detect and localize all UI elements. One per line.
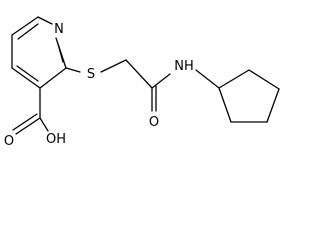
bond-cooh-o-double-a — [15, 117, 41, 135]
bond-s-ch2 — [100, 59, 127, 73]
label-acid-o: O — [4, 134, 14, 149]
bond-cp-3 — [266, 88, 280, 123]
bond-cp-5 — [218, 87, 232, 123]
bond-ring-double-2 — [16, 65, 39, 82]
bond-ring-c5-c6 — [11, 16, 39, 36]
bond-cp-1 — [218, 69, 250, 89]
bond-ring-c3-c4 — [11, 67, 41, 89]
bond-ring-c2-c3 — [39, 67, 67, 89]
label-carbonyl-o: O — [149, 115, 159, 130]
bond-cooh-o-double-b — [12, 113, 38, 131]
pyridine-ring — [11, 16, 67, 89]
bond-carbonyl-nh — [151, 73, 171, 89]
bond-cooh-oh — [39, 117, 49, 132]
bond-ch2-carbonyl — [125, 59, 153, 89]
structure-diagram: N S NH O OH O — [4, 16, 280, 149]
bond-ring-double-3 — [17, 23, 39, 40]
cyclopentyl-ring — [218, 69, 280, 123]
atom-labels: N S NH O OH O — [4, 22, 194, 149]
thioether-linker — [65, 59, 153, 89]
amide-group — [151, 69, 220, 112]
bond-c2-s — [65, 67, 81, 73]
label-pyridine-n: N — [54, 22, 64, 37]
carboxylic-acid-group — [12, 87, 49, 135]
label-amide-nh: NH — [174, 59, 194, 74]
label-thioether-s: S — [87, 67, 95, 82]
bond-nh-cyclopentyl — [195, 69, 220, 89]
bond-ring-c6-n — [37, 16, 53, 25]
label-acid-oh: OH — [46, 132, 66, 147]
bond-ring-double-1 — [57, 43, 64, 63]
bond-cp-2 — [248, 69, 280, 90]
